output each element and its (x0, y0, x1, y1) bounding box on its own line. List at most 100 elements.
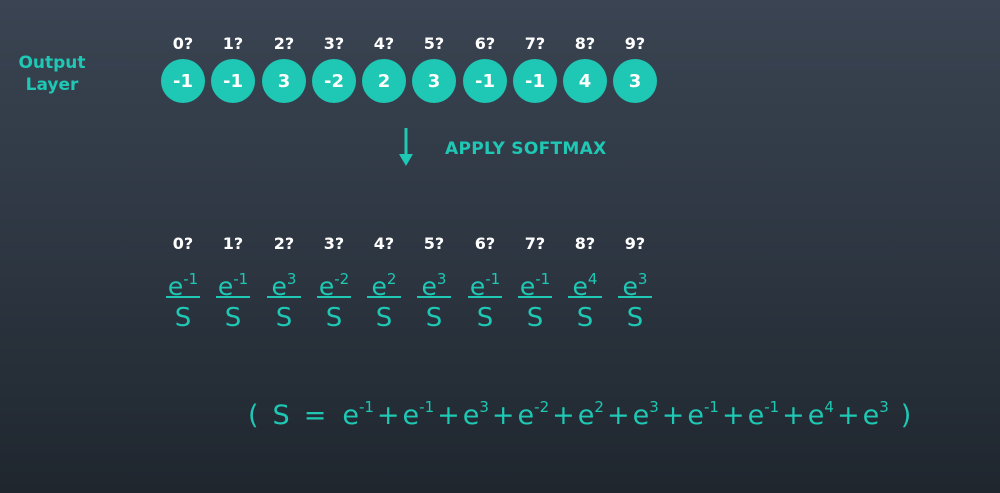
fraction-numerator: e-2 (309, 264, 359, 301)
exp-power: 3 (286, 270, 297, 288)
exp-base: e (371, 272, 387, 301)
digit-label: 7? (524, 34, 546, 53)
formula-open-paren: ( (248, 400, 259, 431)
digit-label: 5? (423, 34, 445, 53)
fraction-numerator: e-1 (460, 264, 510, 301)
exp-base: e (747, 400, 765, 431)
apply-softmax-label: APPLY SOFTMAX (445, 139, 607, 159)
exp-power: -1 (535, 270, 551, 288)
formula-plus: + (606, 400, 630, 431)
fraction-bar (618, 296, 652, 298)
formula-plus: + (437, 400, 460, 431)
fraction-denominator: S (174, 303, 192, 333)
exp-base: e (632, 400, 650, 431)
logit-circle: 3 (412, 59, 456, 103)
fraction-bar (518, 296, 552, 298)
exp-base: e (519, 272, 536, 301)
fraction-denominator: S (626, 303, 644, 333)
exp-power: 4 (587, 270, 598, 288)
digit-label: 5? (423, 234, 445, 253)
formula-term: e-1 (687, 398, 719, 431)
fraction-numerator: e3 (259, 264, 309, 301)
logit-circle: -1 (161, 59, 205, 103)
digit-label: 1? (222, 234, 244, 253)
formula-term: e-1 (747, 398, 780, 431)
exp-base: e (167, 272, 184, 301)
exp-power: -1 (703, 398, 719, 416)
exp-base: e (342, 400, 359, 431)
fraction-numerator: e3 (610, 264, 660, 301)
exp-power: 3 (637, 270, 648, 288)
logit-circle: -2 (312, 59, 356, 103)
output-layer-label-line2: Layer (25, 75, 79, 95)
fraction-numerator: e-1 (208, 264, 258, 301)
formula-plus: + (661, 400, 685, 431)
exp-base: e (217, 272, 234, 301)
digit-label: 2? (273, 234, 295, 253)
formula-term: e3 (862, 398, 889, 431)
formula-plus: + (376, 400, 400, 431)
formula-term: e2 (577, 398, 604, 431)
digit-label: 9? (624, 34, 646, 53)
fraction-denominator: S (325, 303, 343, 333)
exp-power: 3 (436, 270, 447, 288)
exp-base: e (421, 272, 437, 301)
down-arrow-icon (399, 128, 413, 166)
exp-power: -2 (534, 398, 550, 416)
fraction-denominator: S (275, 303, 293, 333)
digit-label: 0? (172, 34, 194, 53)
digit-label: 3? (323, 34, 345, 53)
exp-base: e (687, 400, 704, 431)
exp-power: -2 (334, 270, 350, 288)
logit-circle: 2 (362, 59, 406, 103)
digit-label: 6? (474, 234, 496, 253)
exp-base: e (862, 400, 880, 431)
bottom-digit-labels: 0?1?2?3?4?5?6?7?8?9? (0, 234, 1000, 264)
fraction-denominator: S (425, 303, 443, 333)
formula-term: e3 (462, 398, 489, 431)
formula-plus: + (491, 400, 515, 431)
digit-label: 1? (222, 34, 244, 53)
digit-label: 4? (373, 234, 395, 253)
exp-base: e (462, 400, 480, 431)
exp-power: 3 (649, 398, 659, 416)
formula-term: e3 (632, 398, 659, 431)
exp-base: e (469, 272, 486, 301)
exp-power: 3 (479, 398, 489, 416)
digit-label: 7? (524, 234, 546, 253)
fraction-denominator: S (476, 303, 494, 333)
formula-term: e-1 (402, 398, 435, 431)
fraction-bar (417, 296, 451, 298)
digit-label: 4? (373, 34, 395, 53)
exp-base: e (402, 400, 420, 431)
exp-power: 2 (594, 398, 604, 416)
fraction-bar (267, 296, 301, 298)
digit-label: 8? (574, 234, 596, 253)
exp-power: 2 (386, 270, 397, 288)
formula-term: e-2 (518, 398, 550, 431)
logit-circle: -1 (513, 59, 557, 103)
fraction-bar (166, 296, 200, 298)
exp-power: -1 (233, 270, 249, 288)
exp-power: 3 (879, 398, 889, 416)
formula-lhs: S (272, 400, 290, 431)
fraction-bar (468, 296, 502, 298)
formula-plus: + (836, 400, 860, 431)
fraction-numerator: e-1 (158, 264, 208, 301)
sum-formula: (S=e-1+e-1+e3+e-2+e2+e3+e-1+e-1+e4+e3) (248, 398, 911, 431)
fraction-numerator: e-1 (510, 264, 560, 301)
exp-power: -1 (419, 398, 435, 416)
exp-base: e (577, 400, 595, 431)
exp-power: -1 (764, 398, 780, 416)
